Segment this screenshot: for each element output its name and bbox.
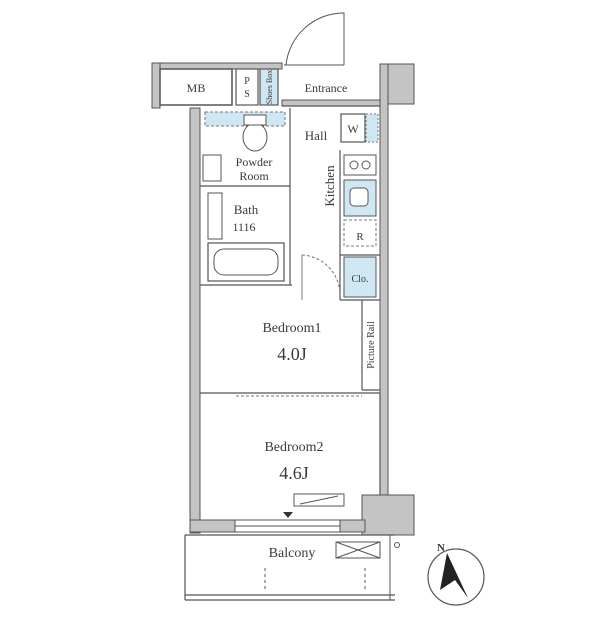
- kitchen-label: Kitchen: [322, 165, 337, 207]
- balcony-window: [234, 519, 341, 533]
- mb-label: MB: [187, 81, 206, 95]
- hall-label: Hall: [305, 128, 328, 143]
- bath-size-label: 1116: [232, 220, 255, 234]
- walls: [151, 62, 415, 536]
- ps-box: P S: [235, 68, 259, 106]
- washer: W: [340, 113, 379, 143]
- bedroom1-label: Bedroom1: [262, 321, 321, 336]
- ps-label-s: S: [244, 89, 250, 100]
- bedroom1-size: 4.0J: [277, 344, 307, 364]
- bedroom1-door: [301, 254, 341, 300]
- entrance-label: Entrance: [305, 81, 348, 95]
- washer-label: W: [347, 122, 359, 136]
- mb-box: MB: [159, 68, 233, 106]
- bath-label: Bath: [234, 202, 259, 217]
- kitchen-fixtures: R: [343, 154, 377, 247]
- partitions: [200, 105, 381, 495]
- picture-rail-label: Picture Rail: [366, 321, 377, 369]
- entrance-door: [284, 12, 345, 66]
- shoes-box: Shoes Box: [259, 68, 279, 106]
- refrigerator-label: R: [356, 231, 364, 243]
- bath-fixtures: [207, 192, 285, 282]
- powder-room-fixtures: [202, 111, 286, 182]
- entry-arrow: [283, 512, 293, 518]
- compass-icon: N: [427, 542, 485, 606]
- powder-room-label-2: Room: [239, 169, 269, 183]
- closet: Clo.: [343, 256, 377, 298]
- compass-north-label: N: [437, 542, 445, 554]
- closet-label: Clo.: [352, 274, 369, 285]
- aircon-unit: [293, 493, 345, 507]
- ps-label-p: P: [244, 76, 250, 87]
- bedroom2-size: 4.6J: [279, 463, 309, 483]
- bedroom2-label: Bedroom2: [264, 440, 323, 455]
- balcony-label: Balcony: [269, 546, 316, 561]
- powder-room-label-1: Powder: [236, 155, 273, 169]
- shoes-box-label: Shoes Box: [265, 70, 274, 104]
- balcony: [184, 534, 400, 601]
